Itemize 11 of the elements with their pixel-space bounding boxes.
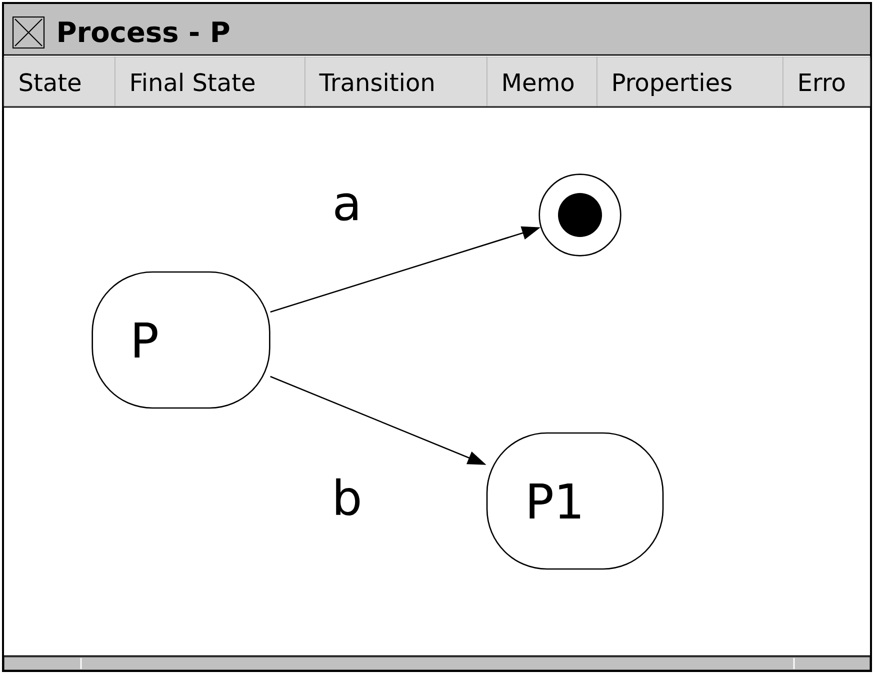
tab: Transition (304, 56, 488, 106)
tab: State (4, 56, 116, 106)
tab: Memo (486, 56, 598, 106)
edge-label: a (330, 192, 364, 222)
window-title: Process - P (58, 22, 230, 42)
edge-label: b (330, 477, 364, 517)
state-box: P1 (486, 432, 664, 570)
final-state-circle (538, 174, 622, 256)
tab: Erro (782, 56, 870, 106)
tab: Final State (114, 56, 306, 106)
state-box: P (92, 271, 270, 409)
